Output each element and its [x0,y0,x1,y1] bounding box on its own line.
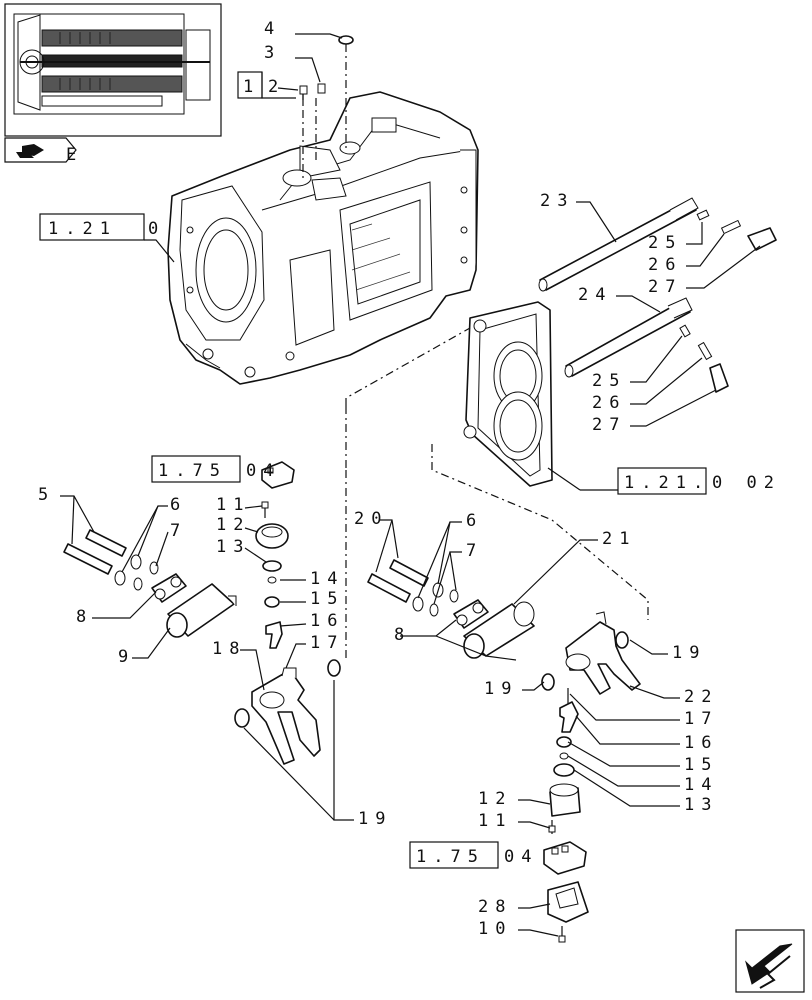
callout-9: 9 [118,647,135,667]
ref-box-1[interactable]: 1 [237,71,263,99]
left-cylinder-9 [166,583,237,638]
callout-2: 2 [268,77,285,97]
right-screw-10 [558,926,566,943]
svg-text:1.21.: 1.21. [624,473,710,493]
callout-12b: 12 [478,789,512,809]
callout-16b: 16 [684,733,718,753]
callout-15: 15 [310,589,344,609]
callout-19: 19 [358,809,392,829]
callout-7b: 7 [466,541,483,561]
svg-text:1.75: 1.75 [158,461,227,481]
cover-plate [463,301,553,487]
transmission-housing [167,91,479,385]
callout-27b: 27 [592,415,626,435]
callout-19c: 19 [484,679,518,699]
left-washers-6-7 [114,554,159,591]
callout-26: 26 [648,255,682,275]
right-cylinder-21 [463,601,535,659]
parts-25-26-27-bottom [679,324,729,393]
ref-box-1-21-0[interactable]: 1.21 [39,213,145,241]
part-2-bolt [299,85,308,104]
right-stack-11-17 [548,688,581,834]
callout-6: 6 [170,495,187,515]
right-orings-19 [541,631,629,691]
right-block-04 [543,841,587,875]
right-rails-20 [367,559,429,603]
right-plate-8 [453,599,489,629]
callout-28: 28 [478,897,512,917]
ref-suffix-1-75-04-bottom: 04 [504,847,538,867]
callout-8: 8 [76,607,93,627]
corner-letter: E [66,145,83,165]
callout-24: 24 [578,285,612,305]
callout-20: 20 [354,509,388,529]
part-04-top-block [261,461,295,489]
thumbnail-overview[interactable] [4,3,222,137]
callout-17b: 17 [684,709,718,729]
callout-12: 12 [216,515,250,535]
left-orings-19 [234,659,341,728]
callout-23: 23 [540,191,574,211]
callout-17: 17 [310,633,344,653]
part-3-nut [317,83,326,94]
part-4-cap [338,35,354,45]
left-fork-18 [251,667,321,765]
callout-25b: 25 [592,371,626,391]
left-stack-11-16 [255,501,289,649]
ref-box-1-75-04-top[interactable]: 1.75 [151,455,241,483]
ref-box-1-21-0-02[interactable]: 1.21. [617,467,710,495]
callout-26b: 26 [592,393,626,413]
callout-14b: 14 [684,775,718,795]
callout-7: 7 [170,521,187,541]
ref-suffix-1-75-04-top-a: 04 [246,461,280,481]
right-fork-22 [565,611,641,695]
callout-14: 14 [310,569,344,589]
callout-10: 10 [478,919,512,939]
left-plate-8 [151,573,187,603]
callout-3: 3 [264,43,281,63]
parts-25-26-27-top [696,209,777,251]
callout-4: 4 [264,19,281,39]
page-back-icon[interactable] [4,137,77,163]
callout-16: 16 [310,611,344,631]
left-rails-5 [63,529,127,575]
callout-6b: 6 [466,511,483,531]
callout-5: 5 [38,485,55,505]
callout-27: 27 [648,277,682,297]
callout-19b: 19 [672,643,706,663]
callout-18: 18 [212,639,246,659]
svg-text:1: 1 [243,77,260,97]
callout-13b: 13 [684,795,718,815]
callout-13: 13 [216,537,250,557]
svg-text:1.75: 1.75 [416,847,485,867]
callout-labels: 4 3 2 5 6 7 8 9 11 12 13 14 15 16 17 18 … [38,19,781,939]
callout-8b: 8 [394,625,411,645]
callout-25: 25 [648,233,682,253]
ref-suffix-1-21-0-02: 0 02 [712,473,781,493]
shaft-23 [538,197,699,292]
right-cap-28 [547,881,589,923]
callout-11b: 11 [478,811,512,831]
callout-11: 11 [216,495,250,515]
next-arrow-icon[interactable] [735,929,805,993]
callout-22: 22 [684,687,718,707]
callout-21: 21 [602,529,636,549]
ref-suffix-1-21-0: 0 [148,219,165,239]
callout-15b: 15 [684,755,718,775]
ref-box-1-75-04-bottom[interactable]: 1.75 [409,841,499,869]
shaft-24 [564,297,693,378]
svg-text:1.21: 1.21 [48,219,117,239]
